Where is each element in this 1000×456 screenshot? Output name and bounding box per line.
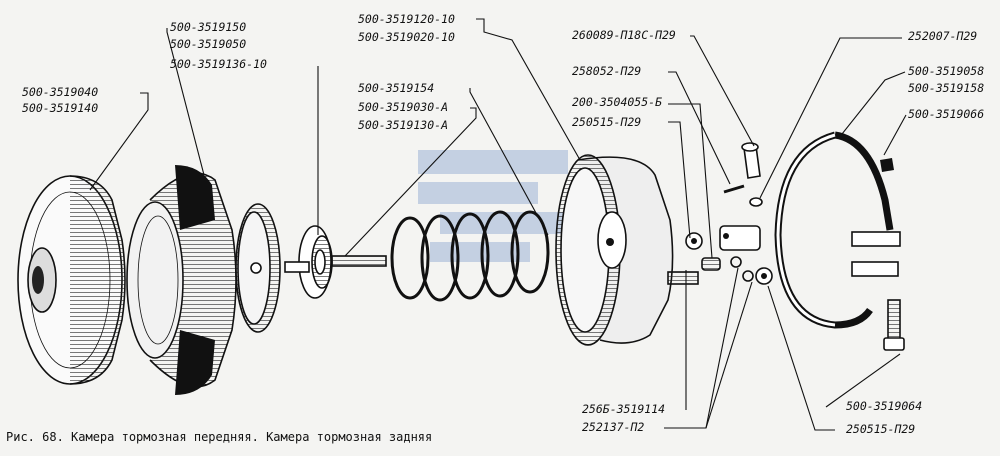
return-spring-part — [390, 210, 550, 302]
label-500-3519154: 500-3519154 — [358, 81, 434, 95]
label-500-3519158: 500-3519158 — [908, 81, 984, 95]
label-258052-p29: 258052-П29 — [572, 64, 641, 78]
label-500-3519020-10: 500-3519020-10 — [358, 30, 455, 44]
label-500-3519058: 500-3519058 — [908, 64, 984, 78]
label-200-3504055-b: 200-3504055-Б — [572, 95, 662, 109]
part-number-labels: 500-3519040 500-3519140 500-3519150 500-… — [22, 12, 984, 436]
label-500-3519066: 500-3519066 — [908, 107, 984, 121]
label-500-3519130-a: 500-3519130-А — [358, 118, 448, 132]
label-500-3519136-10: 500-3519136-10 — [170, 57, 267, 71]
label-500-3519140: 500-3519140 — [22, 101, 98, 115]
clamp-ring-part — [774, 131, 905, 351]
diaphragm-disc-part — [235, 203, 281, 333]
label-250515-p29-bottom: 250515-П29 — [846, 422, 915, 436]
front-cover-part — [17, 175, 126, 385]
label-500-3519120-10: 500-3519120-10 — [358, 12, 455, 26]
label-252137-p2: 252137-П2 — [582, 420, 644, 434]
label-260089-p18s-p29: 260089-П18С-П29 — [572, 28, 676, 42]
rear-housing-part — [555, 154, 699, 346]
label-500-3519040: 500-3519040 — [22, 85, 98, 99]
label-250515-p29-top: 250515-П29 — [572, 115, 641, 129]
diaphragm-housing-part — [126, 165, 237, 395]
label-500-3519030-a: 500-3519030-А — [358, 100, 448, 114]
figure-caption: Рис. 68. Камера тормозная передняя. Каме… — [6, 430, 433, 444]
label-500-3519050: 500-3519050 — [170, 37, 246, 51]
fastener-parts — [685, 142, 773, 285]
label-500-3519064: 500-3519064 — [846, 399, 922, 413]
label-500-3519150: 500-3519150 — [170, 20, 246, 34]
label-256b-3519114: 256Б-3519114 — [582, 402, 665, 416]
leader-lines — [89, 18, 907, 431]
pushrod-part — [284, 225, 387, 299]
label-252007-p29: 252007-П29 — [908, 29, 977, 43]
